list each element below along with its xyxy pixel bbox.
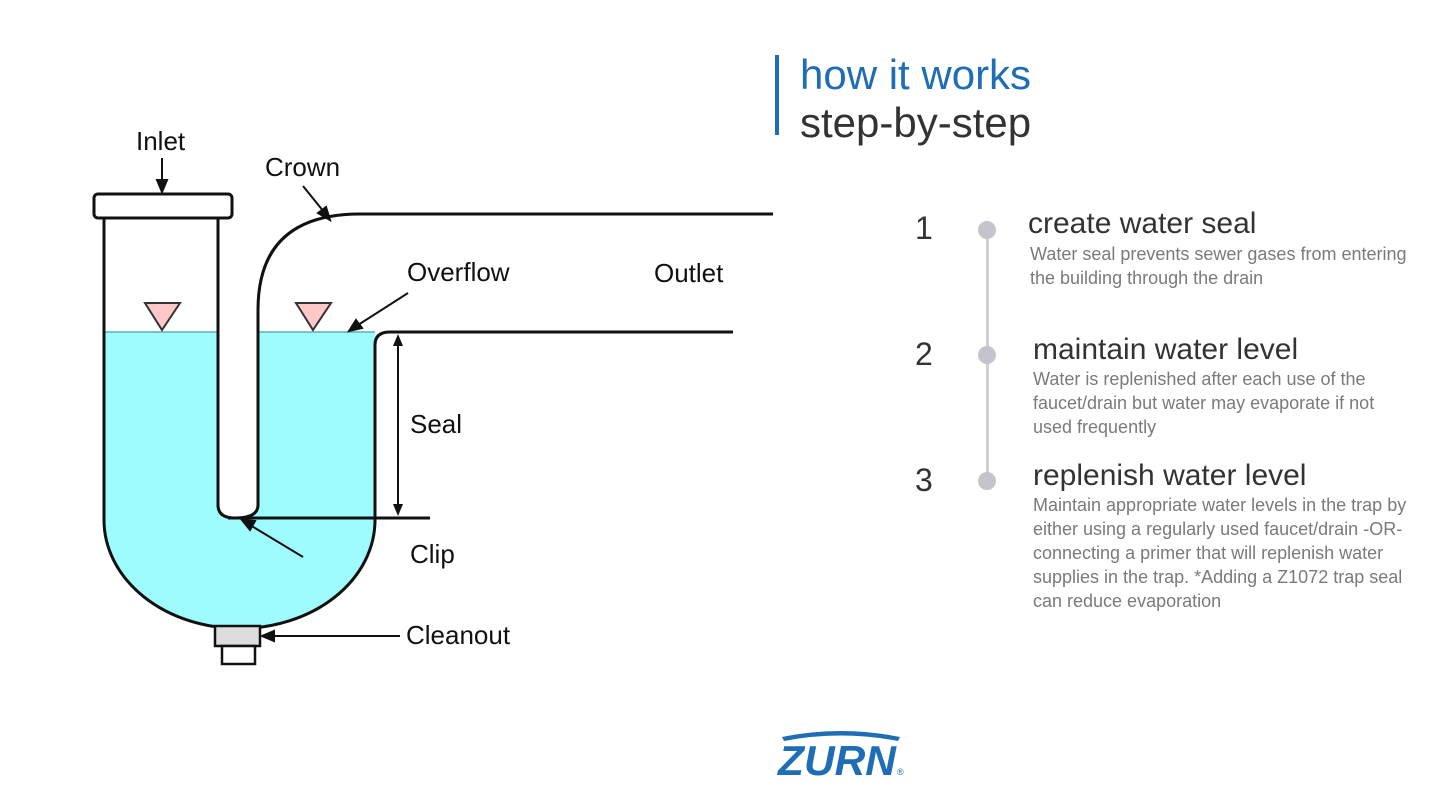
label-cleanout: Cleanout	[406, 620, 511, 650]
step-3-dot	[978, 472, 996, 490]
clip-pointer	[249, 524, 304, 558]
label-inlet: Inlet	[136, 126, 186, 156]
step-1-title: create water seal	[1028, 207, 1257, 240]
crown-pointer	[302, 185, 325, 213]
step-3-number: 3	[915, 462, 933, 498]
label-outlet: Outlet	[654, 258, 724, 288]
step-3-description: Maintain appropriate water levels in the…	[1033, 495, 1407, 611]
logo-text: ZURN	[777, 737, 898, 783]
seal-arrow-top	[393, 334, 403, 346]
step-2-number: 2	[915, 336, 933, 372]
cleanout-arrowhead	[259, 629, 275, 643]
water-fill	[104, 332, 375, 629]
label-overflow: Overflow	[407, 257, 510, 287]
crown-arrowhead	[316, 205, 332, 223]
trap-outer-wall	[102, 218, 733, 630]
inlet-cap	[92, 192, 234, 220]
step-1-description: Water seal prevents sewer gases from ent…	[1030, 244, 1407, 288]
cleanout-nut	[220, 644, 257, 666]
cleanout-plug	[213, 624, 262, 648]
trap-inner-wall	[216, 212, 773, 520]
step-2-title: maintain water level	[1033, 333, 1299, 366]
step-1-number: 1	[915, 210, 933, 246]
step-1-dot	[978, 221, 996, 239]
clip-arrowhead	[239, 518, 257, 532]
step-2-dot	[978, 346, 996, 364]
zurn-logo: ZURN ®	[777, 731, 904, 783]
step-3-title: replenish water level	[1033, 459, 1307, 492]
seal-arrow-bottom	[393, 504, 403, 516]
inlet-arrowhead	[155, 179, 169, 195]
step-2-description: Water is replenished after each use of t…	[1033, 369, 1375, 437]
water-level-marker-left	[143, 302, 182, 332]
label-seal: Seal	[410, 409, 462, 439]
logo-registered-mark: ®	[897, 767, 904, 777]
label-clip: Clip	[410, 539, 455, 569]
overflow-arrowhead	[346, 318, 364, 333]
heading-accent-bar	[775, 55, 779, 135]
p-trap-diagram: Inlet Crown Overflow Outlet Seal Clip Cl…	[92, 126, 773, 666]
label-crown: Crown	[265, 152, 340, 182]
overflow-pointer	[357, 292, 409, 326]
logo-swoosh	[782, 731, 900, 741]
water-level-marker-right	[294, 302, 333, 332]
heading-line-1: how it works	[800, 51, 1032, 98]
heading-line-2: step-by-step	[800, 99, 1032, 146]
